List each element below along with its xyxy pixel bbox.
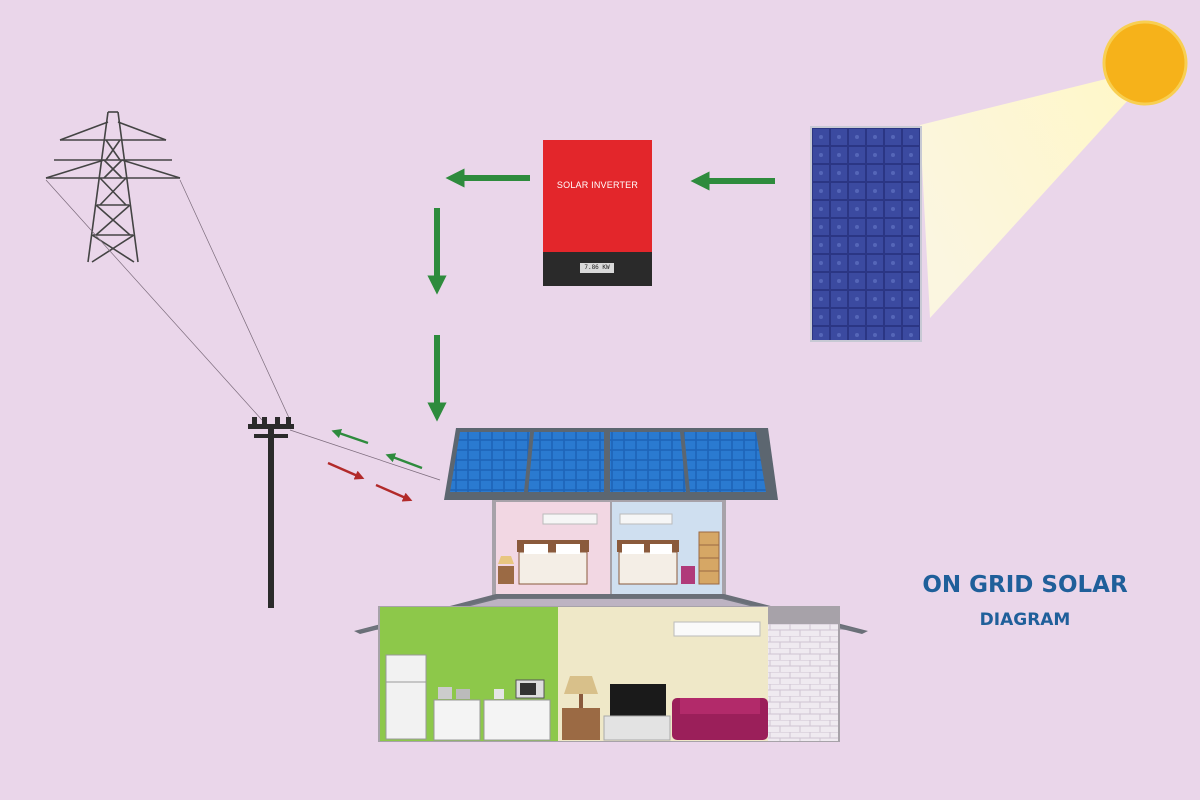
solar-panel-icon	[810, 126, 922, 342]
diagram-title: ON GRID SOLAR	[922, 572, 1128, 598]
solar-inverter-icon	[543, 140, 652, 286]
transmission-tower-icon	[45, 111, 181, 263]
energy-flow-arrows	[427, 168, 775, 422]
inverter-display: 7.86 KW	[580, 263, 614, 273]
power-lines	[45, 179, 441, 481]
grid-exchange-arrows	[327, 429, 423, 502]
export-arrow-2	[385, 453, 423, 470]
sunlight-beam	[920, 78, 1130, 318]
inverter-label: SOLAR INVERTER	[556, 180, 639, 190]
sun-icon	[920, 20, 1188, 318]
diagram-subtitle: DIAGRAM	[979, 610, 1071, 630]
house-icon	[354, 428, 868, 742]
import-arrow-2	[375, 483, 413, 502]
export-arrow-1	[331, 429, 369, 445]
roof-solar-panels	[444, 428, 778, 500]
utility-pole-icon	[248, 417, 294, 608]
import-arrow-1	[327, 461, 365, 480]
